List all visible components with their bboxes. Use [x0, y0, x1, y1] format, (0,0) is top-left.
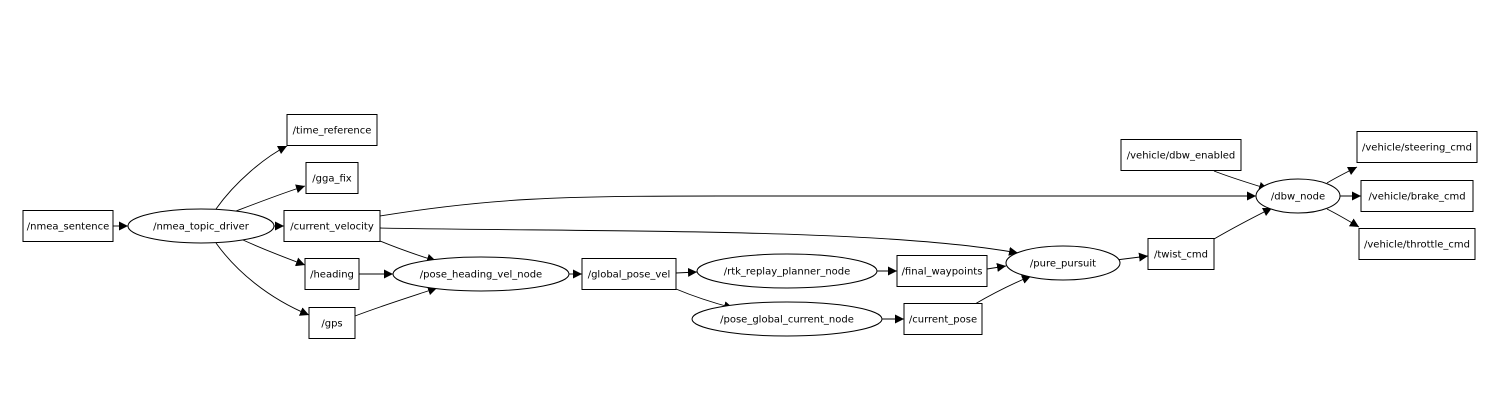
topic-box: [903, 303, 983, 335]
node-label: /pose_global_current_node: [720, 315, 854, 326]
ros-topic-twist-cmd[interactable]: /twist_cmd: [1147, 238, 1215, 270]
ros-topic-vehicle-dbw-enabled[interactable]: /vehicle/dbw_enabled: [1120, 139, 1242, 171]
edge-nmea-topic-driver-to-gps: [215, 242, 310, 316]
ros-topic-global-pose-vel[interactable]: /global_pose_vel: [581, 258, 677, 290]
topic-label: /current_pose: [909, 315, 977, 326]
node-label: /nmea_topic_driver: [153, 222, 250, 233]
node-ellipse: [127, 208, 275, 244]
ros-topic-heading[interactable]: /heading: [304, 258, 360, 290]
edge-dbw-node-to-vehicle-throttle-cmd: [1326, 208, 1360, 228]
topic-label: /vehicle/steering_cmd: [1362, 143, 1472, 154]
topic-label: /vehicle/throttle_cmd: [1364, 240, 1470, 251]
edge-current-velocity-to-pure-pursuit: [379, 227, 1019, 256]
topic-box: [283, 210, 381, 242]
node-ellipse: [1255, 178, 1341, 214]
topic-label: /vehicle/dbw_enabled: [1127, 151, 1235, 162]
node-ellipse: [696, 253, 878, 289]
nodes-layer: /nmea_sentence/nmea_topic_driver/time_re…: [22, 114, 1478, 339]
ros-topic-vehicle-brake-cmd[interactable]: /vehicle/brake_cmd: [1360, 180, 1474, 212]
ros-node-pose-global-current-node[interactable]: /pose_global_current_node: [691, 301, 883, 337]
edge-current-pose-to-pure-pursuit: [974, 275, 1032, 305]
ros-topic-current-pose[interactable]: /current_pose: [903, 303, 983, 335]
edge-nmea-topic-driver-to-gga-fix: [235, 184, 306, 212]
edge-gps-to-pose-heading-vel-node: [354, 286, 438, 317]
edge-twist-cmd-to-dbw-node: [1213, 207, 1273, 240]
edge-vehicle-dbw-enabled-to-dbw-node: [1213, 170, 1269, 191]
topic-box: [1120, 139, 1242, 171]
topic-label: /twist_cmd: [1154, 250, 1208, 261]
edge-current-velocity-to-dbw-node: [379, 191, 1256, 217]
topic-box: [304, 258, 360, 290]
topic-box: [1356, 131, 1478, 163]
edge-global-pose-vel-to-rtk-replay-planner-node: [675, 267, 698, 277]
edge-global-pose-vel-to-pose-global-current-node: [675, 288, 734, 311]
topic-box: [581, 258, 677, 290]
ros-node-pure-pursuit[interactable]: /pure_pursuit: [1005, 245, 1121, 281]
topic-label: /vehicle/brake_cmd: [1368, 192, 1465, 203]
topic-label: /time_reference: [293, 126, 372, 137]
topic-box: [1147, 238, 1215, 270]
node-ellipse: [1005, 245, 1121, 281]
node-ellipse: [392, 256, 570, 292]
edge-dbw-node-to-vehicle-steering-cmd: [1326, 166, 1358, 184]
node-ellipse: [691, 301, 883, 337]
topic-label: /heading: [310, 270, 354, 281]
edge-current-velocity-to-pose-heading-vel-node: [379, 240, 437, 263]
node-label: /dbw_node: [1271, 192, 1325, 203]
topic-box: [1360, 180, 1474, 212]
ros-topic-vehicle-steering-cmd[interactable]: /vehicle/steering_cmd: [1356, 131, 1478, 163]
topic-label: /gps: [321, 319, 342, 330]
topic-label: /global_pose_vel: [588, 270, 671, 281]
node-label: /rtk_replay_planner_node: [724, 267, 851, 278]
topic-label: /nmea_sentence: [27, 222, 110, 233]
topic-box: [286, 114, 378, 146]
topic-label: /current_velocity: [290, 222, 374, 233]
topic-box: [305, 162, 359, 194]
ros-topic-nmea-sentence[interactable]: /nmea_sentence: [22, 210, 114, 242]
edge-nmea-topic-driver-to-heading: [242, 239, 306, 267]
ros-node-rtk-replay-planner-node[interactable]: /rtk_replay_planner_node: [696, 253, 878, 289]
edge-final-waypoints-to-pure-pursuit: [986, 262, 1007, 272]
ros-node-dbw-node[interactable]: /dbw_node: [1255, 178, 1341, 214]
ros-topic-time-reference[interactable]: /time_reference: [286, 114, 378, 146]
ros-topic-gps[interactable]: /gps: [308, 307, 356, 339]
edge-nmea-topic-driver-to-time-reference: [215, 145, 288, 210]
topic-box: [22, 210, 114, 242]
topic-box: [1358, 228, 1476, 260]
ros-topic-current-velocity[interactable]: /current_velocity: [283, 210, 381, 242]
topic-box: [896, 255, 988, 287]
ros-topic-final-waypoints[interactable]: /final_waypoints: [896, 255, 988, 287]
topic-box: [308, 307, 356, 339]
ros-node-pose-heading-vel-node[interactable]: /pose_heading_vel_node: [392, 256, 570, 292]
topic-label: /gga_fix: [312, 174, 351, 185]
node-label: /pose_heading_vel_node: [420, 270, 542, 281]
ros-topic-gga-fix[interactable]: /gga_fix: [305, 162, 359, 194]
ros-node-nmea-topic-driver[interactable]: /nmea_topic_driver: [127, 208, 275, 244]
ros-topic-vehicle-throttle-cmd[interactable]: /vehicle/throttle_cmd: [1358, 228, 1476, 260]
node-label: /pure_pursuit: [1030, 259, 1096, 270]
topic-label: /final_waypoints: [902, 267, 983, 278]
